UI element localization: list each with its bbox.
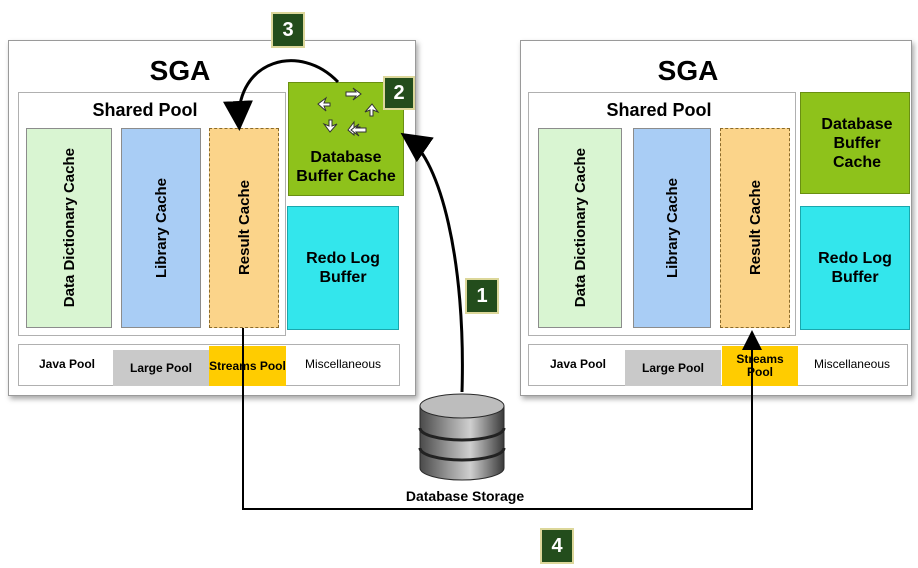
step-badge-2: 2	[385, 78, 413, 108]
right-streams-pool: Streams Pool	[722, 346, 798, 386]
left-shared-pool-title: Shared Pool	[92, 100, 198, 120]
arrow-result-to-result	[242, 328, 762, 510]
right-result-cache: Result Cache	[720, 128, 790, 328]
step-badge-3: 3	[273, 14, 303, 46]
left-java-pool: Java Pool	[38, 356, 96, 371]
left-streams-pool: Streams Pool	[209, 346, 286, 386]
right-miscellaneous: Miscellaneous	[813, 356, 891, 371]
arrow-storage-to-buffer	[400, 132, 464, 393]
arrow-buffer-to-result	[223, 59, 340, 131]
database-storage-label: Database Storage	[405, 488, 525, 504]
left-library-cache: Library Cache	[121, 128, 201, 328]
buffer-activity-icons	[317, 87, 380, 137]
left-miscellaneous: Miscellaneous	[304, 356, 382, 371]
right-library-cache: Library Cache	[633, 128, 711, 328]
step-badge-4: 4	[542, 530, 572, 562]
right-sga-title: SGA	[657, 55, 719, 86]
left-data-dictionary-cache: Data Dictionary Cache	[26, 128, 112, 328]
database-storage-icon	[418, 393, 506, 481]
right-data-dictionary-cache: Data Dictionary Cache	[538, 128, 622, 328]
right-redo-log-buffer: Redo Log Buffer	[800, 206, 910, 330]
left-redo-log-buffer: Redo Log Buffer	[287, 206, 399, 330]
left-sga-title: SGA	[149, 55, 211, 86]
right-large-pool: Large Pool	[625, 350, 721, 386]
step-badge-1: 1	[467, 280, 497, 312]
left-result-cache: Result Cache	[209, 128, 279, 328]
right-database-buffer-cache: Database Buffer Cache	[800, 92, 910, 194]
right-java-pool: Java Pool	[549, 356, 607, 371]
left-database-buffer-cache: Database Buffer Cache	[288, 82, 404, 196]
right-shared-pool-title: Shared Pool	[606, 100, 712, 120]
left-large-pool: Large Pool	[113, 350, 209, 386]
